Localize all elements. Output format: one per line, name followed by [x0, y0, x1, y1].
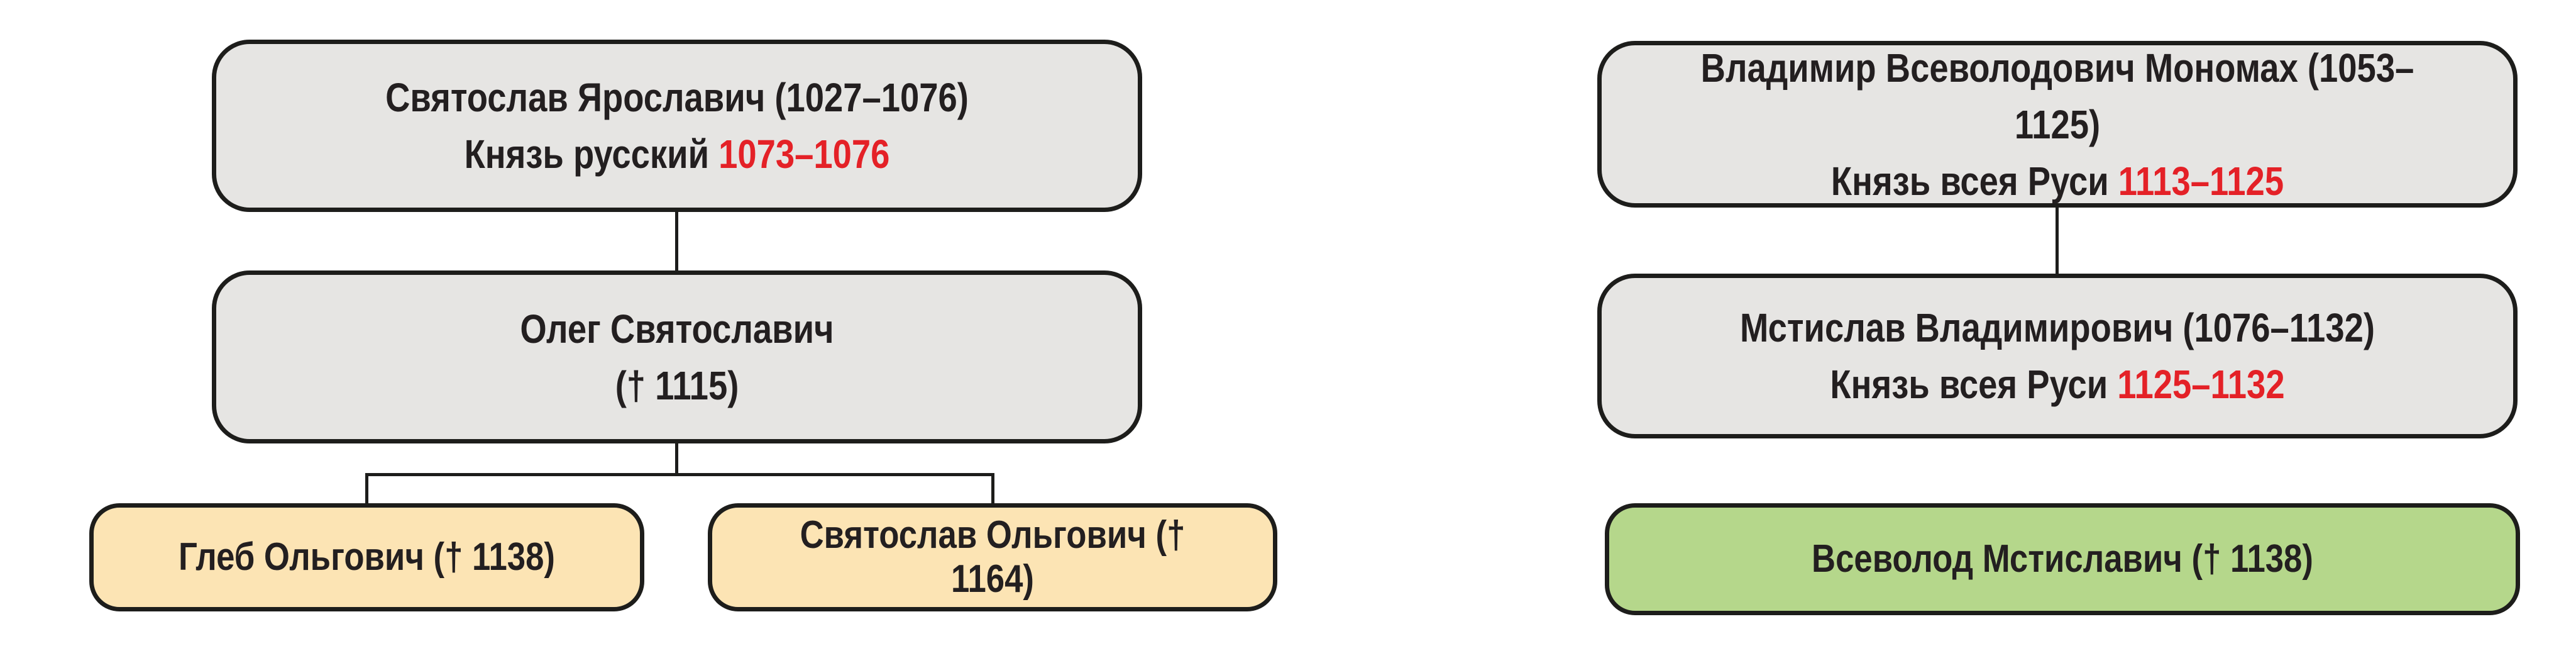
- death-line: († 1115): [615, 362, 739, 408]
- person-name: Святослав Ярославич (1027–1076): [385, 75, 969, 120]
- reign-years: 1073–1076: [718, 131, 890, 177]
- connector-vertical: [675, 212, 678, 270]
- node-oleg-svyatoslavich: Олег Святославич († 1115): [212, 270, 1142, 443]
- person-name: Мстислав Владимирович (1076–1132): [1740, 305, 2375, 350]
- node-svyatoslav-olgovich: Святослав Ольгович († 1164): [708, 503, 1277, 611]
- person-name: Олег Святославич: [520, 306, 834, 352]
- reign-title: Князь русский: [464, 131, 719, 177]
- person-name: Всеволод Мстиславич († 1138): [1812, 537, 2313, 581]
- reign-line: Князь всея Руси 1113–1125: [1670, 153, 2445, 209]
- person-name: Святослав Ольгович († 1164): [800, 513, 1186, 601]
- node-mstislav-vladimirovich: Мстислав Владимирович (1076–1132) Князь …: [1597, 274, 2518, 438]
- node-gleb-olgovich: Глеб Ольгович († 1138): [89, 503, 644, 611]
- person-name: Глеб Ольгович († 1138): [179, 535, 555, 579]
- node-vsevolod-mstislavich: Всеволод Мстиславич († 1138): [1605, 503, 2520, 615]
- connector-horizontal: [365, 473, 994, 476]
- reign-title: Князь всея Руси: [1830, 158, 2118, 204]
- connector-vertical: [991, 473, 994, 503]
- connector-vertical: [365, 473, 368, 503]
- reign-line: Князь русский 1073–1076: [285, 126, 1069, 182]
- node-vladimir-monomakh: Владимир Всеволодович Мономах (1053–1125…: [1597, 41, 2518, 208]
- node-svyatoslav-yaroslavich: Святослав Ярославич (1027–1076) Князь ру…: [212, 40, 1142, 212]
- reign-years: 1125–1132: [2117, 362, 2285, 407]
- person-name: Владимир Всеволодович Мономах (1053–1125…: [1700, 45, 2414, 147]
- reign-years: 1113–1125: [2118, 158, 2284, 204]
- connector-vertical: [2056, 208, 2059, 274]
- connector-vertical: [675, 443, 678, 473]
- reign-line: Князь всея Руси 1125–1132: [1670, 356, 2445, 413]
- reign-title: Князь всея Руси: [1830, 362, 2118, 407]
